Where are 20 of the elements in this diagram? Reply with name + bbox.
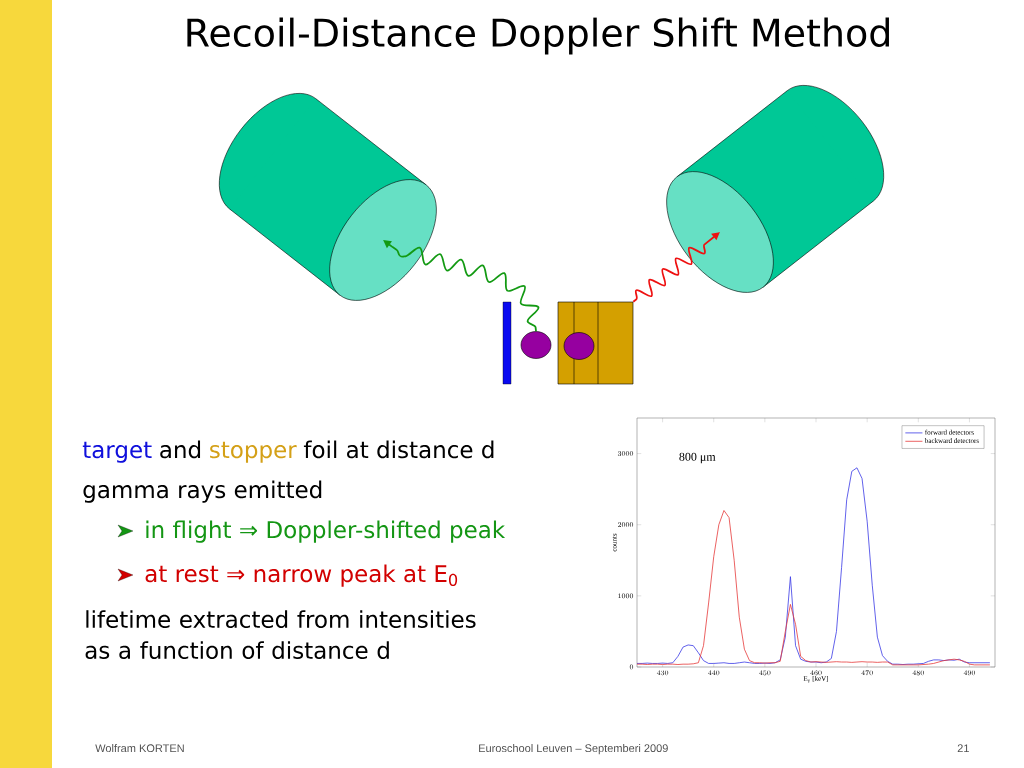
- gamma-ray-arrow: [632, 232, 720, 303]
- nucleus: [520, 331, 552, 359]
- bullet-text: in flight ⇒ Doppler-shifted peak: [146, 520, 506, 543]
- body-text: lifetime extracted from intensities as a function of distance d: [85, 610, 476, 659]
- body-text: target: [82, 441, 152, 463]
- annotation: 800 μm: [679, 452, 716, 464]
- author-name: Wolfram KORTEN: [95, 744, 184, 753]
- nucleus: [563, 332, 595, 360]
- footer-text: Euroschool Leuven – Septemberi 2009: [479, 744, 668, 755]
- body-text: and: [160, 440, 201, 459]
- gamma-ray-arrow: [383, 240, 540, 333]
- page-number: 21: [957, 744, 969, 752]
- title: Recoil-Distance Doppler Shift Method: [187, 17, 889, 55]
- target-foil: [502, 301, 512, 385]
- detector-drawing: [666, 85, 884, 293]
- body-text: stopper: [210, 441, 297, 463]
- bullet-text: at rest ⇒ narrow peak at E$_{0}$: [145, 564, 458, 587]
- body-text: foil at distance d: [303, 440, 494, 459]
- detector-drawing: [219, 93, 437, 301]
- body-text: gamma rays emitted: [83, 480, 322, 503]
